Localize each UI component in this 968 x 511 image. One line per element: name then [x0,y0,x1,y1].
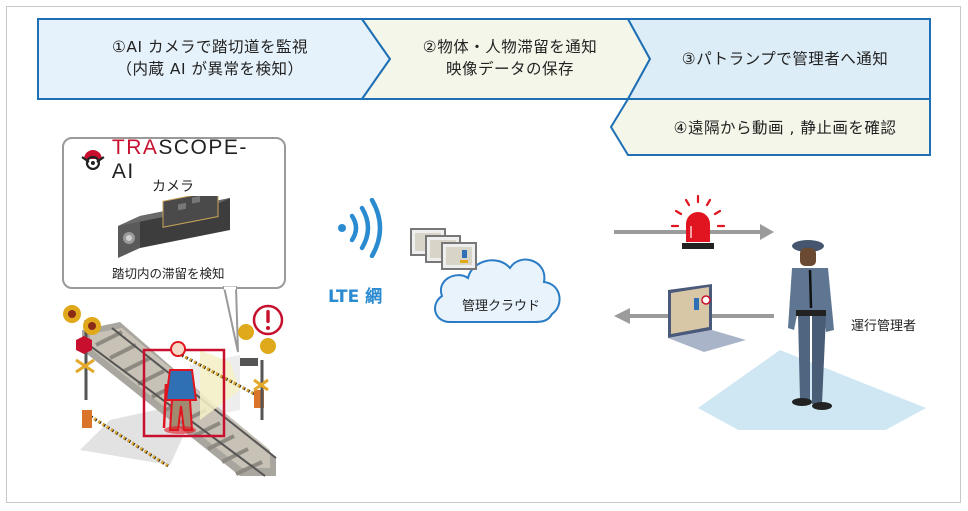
lte-network-label: LTE 網 [328,287,383,307]
laptop-monitor-icon [668,284,746,352]
elderly-person-figure [162,341,198,434]
stored-images-stack [410,228,477,270]
operator-scene [614,194,926,430]
step-3-text: ③パトランプで管理者へ通知 [650,48,920,70]
brand-logo: TRASCOPE-AI [80,136,270,183]
step-1-line1: ①AI カメラで踏切道を監視 [112,38,308,56]
installed-camera-icon [240,358,258,366]
trascope-logo-icon [81,150,105,171]
operator-label: 運行管理者 [851,319,917,334]
railroad-crossing-scene [63,304,284,477]
wireless-signal-icon [338,198,383,258]
image-thumbnail [441,242,477,270]
stop-sign-icon [76,336,92,354]
step-1-line2: （内蔵 AI が異常を検知） [116,60,304,78]
step-4-line1: ④遠隔から動画 , 静止画を確認 [673,119,897,137]
step-1-text: ①AI カメラで踏切道を監視 （内蔵 AI が異常を検知） [60,36,360,80]
step-4-banner [609,98,931,156]
management-cloud-icon [434,258,561,323]
ai-camera-image [118,196,230,258]
patlite-alarm-icon [670,194,726,249]
operator-figure [788,240,834,410]
alert-exclamation-icon [252,304,284,336]
step-2-line2: 映像データの保存 [445,60,574,78]
step-2-text: ②物体・人物滞留を通知 映像データの保存 [385,36,635,80]
camera-product-label: カメラ [152,179,194,195]
process-steps [37,18,931,156]
brand-suffix: SCOPE-AI [111,136,248,183]
step-2-line1: ②物体・人物滞留を通知 [422,38,598,56]
brand-prefix: TRA [111,136,159,159]
step-4-text: ④遠隔から動画 , 静止画を確認 [650,117,920,139]
step-3-line1: ③パトランプで管理者へ通知 [681,50,889,68]
camera-caption: 踏切内の滞留を検知 [112,266,225,281]
cloud-label: 管理クラウド [462,299,541,314]
